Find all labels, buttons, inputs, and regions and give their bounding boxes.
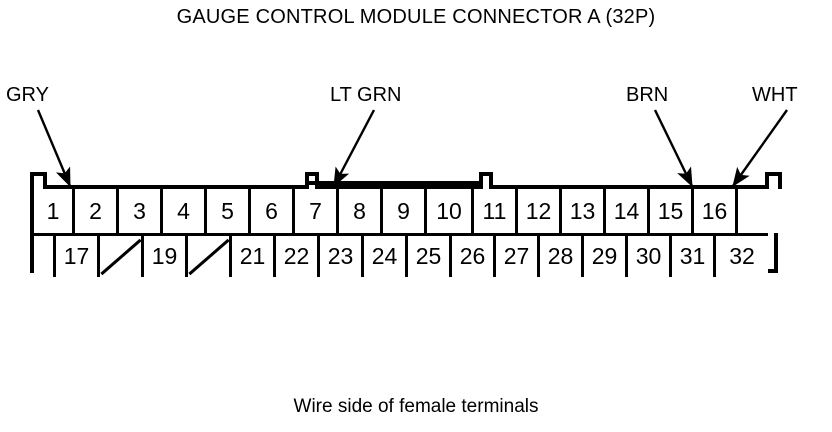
- wire-label-wht: WHT: [752, 84, 798, 106]
- pin-cell-4: 4: [163, 189, 207, 233]
- pin-cell-14: 14: [606, 189, 650, 233]
- pin-number: 10: [436, 197, 462, 224]
- pin-cell-19: 19: [144, 233, 188, 277]
- pin-cell-10: 10: [427, 189, 474, 233]
- pin-number: 15: [657, 197, 684, 224]
- pin-cell-9: 9: [383, 189, 427, 233]
- pin-cell-empty: [738, 189, 779, 233]
- pin-cell-16: 16: [694, 189, 738, 233]
- pin-number: 3: [133, 197, 146, 224]
- pin-number: 31: [679, 243, 706, 269]
- pin-cell-7: 7: [295, 189, 339, 233]
- pin-number: 9: [397, 197, 410, 224]
- pin-cell-29: 29: [584, 233, 628, 277]
- pin-cell-23: 23: [320, 233, 364, 277]
- pin-number: 17: [63, 243, 90, 269]
- pin-number: 14: [613, 197, 640, 224]
- pin-number: 1: [46, 197, 60, 224]
- pin-number: 30: [635, 243, 662, 269]
- pin-number: 22: [283, 243, 310, 269]
- keying-tab-left: [30, 172, 47, 189]
- pin-cell-8: 8: [339, 189, 383, 233]
- pin-cell-22: 22: [276, 233, 320, 277]
- pin-number: 8: [353, 197, 366, 224]
- pin-number: 27: [503, 243, 530, 269]
- pin-number: 5: [221, 197, 234, 224]
- pin-number: 13: [569, 197, 596, 224]
- pin-number: 29: [591, 243, 618, 269]
- pin-number: 12: [525, 197, 552, 224]
- pin-cell-5: 5: [207, 189, 251, 233]
- pin-cell-2: 2: [75, 189, 119, 233]
- pin-number: 16: [701, 197, 728, 224]
- pin-cell-30: 30: [628, 233, 672, 277]
- pin-cell-1: 1: [34, 189, 75, 233]
- wire-label-lt-grn: LT GRN: [330, 84, 402, 106]
- pin-cell-15: 15: [650, 189, 694, 233]
- latch-bar: [305, 181, 493, 185]
- pin-row-bottom: 17 19 21 22 23 24 25 26 27 28 29 30 31 32: [34, 233, 768, 277]
- pin-number: 21: [239, 243, 266, 269]
- pin-cell-unused: [188, 233, 232, 277]
- pin-cell-25: 25: [408, 233, 452, 277]
- pin-cell-26: 26: [452, 233, 496, 277]
- wire-label-brn: BRN: [626, 84, 669, 106]
- diagram-caption: Wire side of female terminals: [293, 396, 539, 417]
- pin-number: 7: [309, 197, 322, 224]
- pin-number: 11: [482, 197, 507, 224]
- latch-bracket: [305, 172, 493, 189]
- pin-cell-32: 32: [716, 233, 768, 277]
- keying-tab-right: [765, 172, 782, 189]
- pin-number: 23: [327, 243, 354, 269]
- pin-cell-11: 11: [474, 189, 518, 233]
- pin-cell-31: 31: [672, 233, 716, 277]
- pin-number: 4: [177, 197, 190, 224]
- pin-cell-12: 12: [518, 189, 562, 233]
- pin-number: 32: [729, 243, 755, 269]
- pin-cell-24: 24: [364, 233, 408, 277]
- pin-number: 6: [265, 197, 278, 224]
- pin-number: 28: [547, 243, 574, 269]
- pin-cell-3: 3: [119, 189, 163, 233]
- wire-label-gry: GRY: [6, 84, 49, 106]
- pin-number: 19: [151, 243, 178, 269]
- pin-number: 24: [371, 243, 398, 269]
- page-title: GAUGE CONTROL MODULE CONNECTOR A (32P): [176, 6, 656, 28]
- latch-post-right: [479, 172, 493, 189]
- pin-cell-unused: [100, 233, 144, 277]
- pin-number: 26: [459, 243, 486, 269]
- pin-cell-21: 21: [232, 233, 276, 277]
- pin-number: 2: [89, 197, 102, 224]
- pin-cell-28: 28: [540, 233, 584, 277]
- pin-number: 25: [415, 243, 442, 269]
- pin-cell-17: 17: [56, 233, 100, 277]
- pin-cell-empty: [34, 233, 56, 277]
- pin-cell-13: 13: [562, 189, 606, 233]
- pin-cell-27: 27: [496, 233, 540, 277]
- pin-cell-6: 6: [251, 189, 295, 233]
